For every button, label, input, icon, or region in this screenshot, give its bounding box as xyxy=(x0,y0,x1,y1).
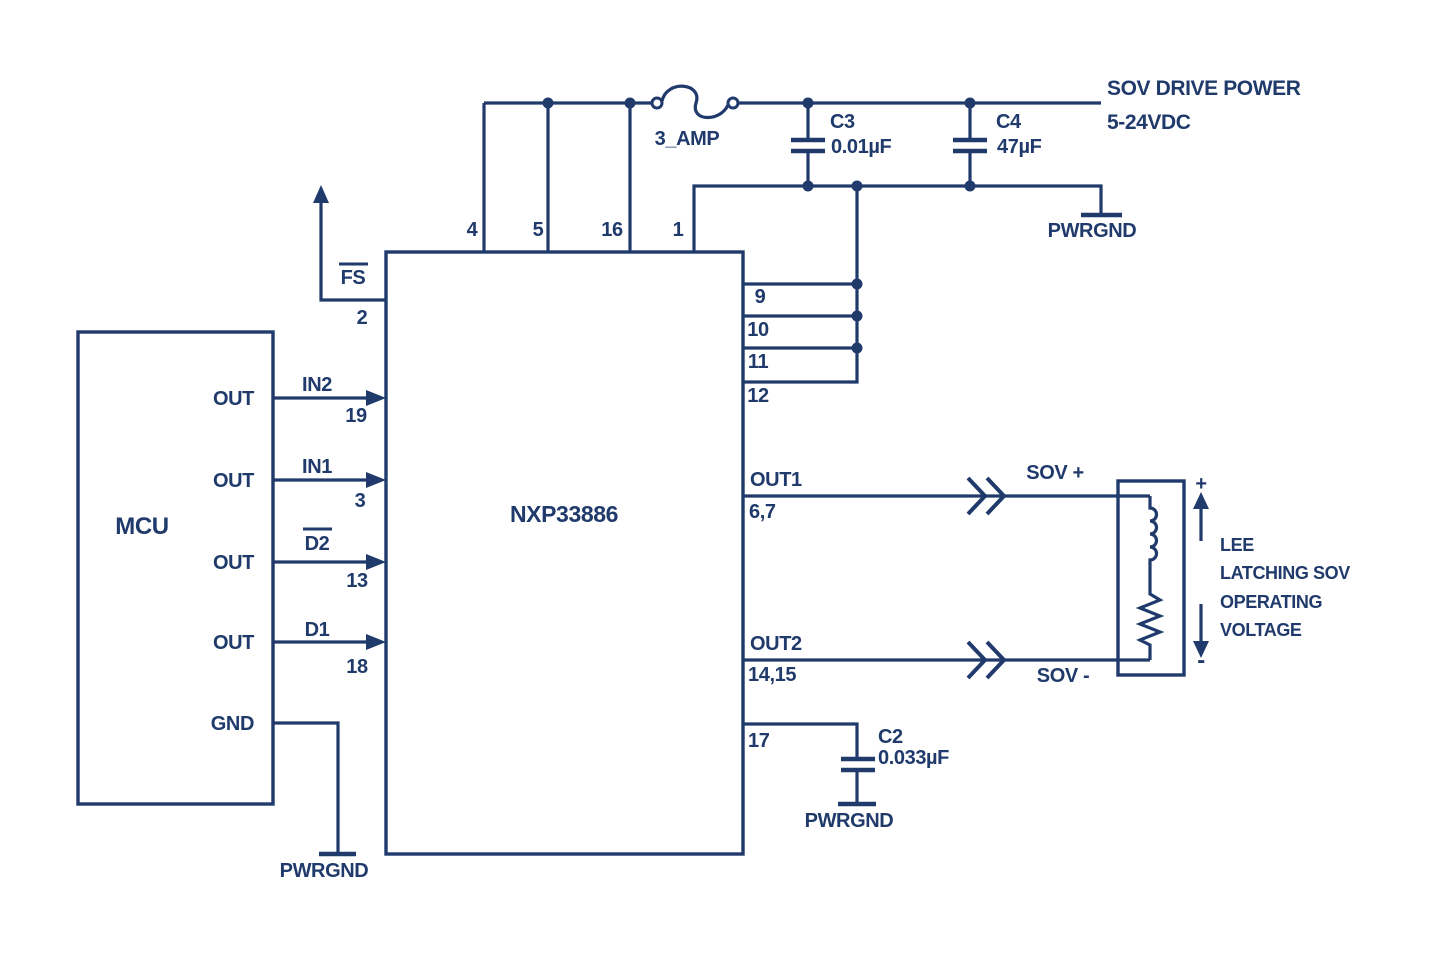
ground-label-top: PWRGND xyxy=(1048,220,1137,242)
cap-c2-value: 0.033µF xyxy=(878,747,949,769)
chip-pin-6-7: 6,7 xyxy=(749,501,776,523)
mcu-title: MCU xyxy=(115,513,168,540)
fuse-label: 3_AMP xyxy=(655,128,720,150)
d2-arrowhead xyxy=(366,554,386,570)
sov-note-line-4: VOLTAGE xyxy=(1220,620,1302,640)
sov-load-block xyxy=(1116,479,1186,677)
junction-dot xyxy=(851,180,863,192)
polarity-up-arrowhead xyxy=(1193,492,1209,509)
cap-c4-value: 47µF xyxy=(997,136,1042,158)
chip-pin-17: 17 xyxy=(748,730,770,752)
pin1-ground-rail xyxy=(692,184,1103,252)
junction-dot xyxy=(851,342,863,354)
sov-note-line-1: LEE xyxy=(1220,535,1254,555)
signal-out1: OUT1 xyxy=(750,469,802,491)
pin17-wire xyxy=(743,722,859,757)
mcu-block xyxy=(76,330,275,806)
polarity-plus-sign: + xyxy=(1195,473,1206,495)
arrows xyxy=(313,185,1209,680)
ground-label-mcu: PWRGND xyxy=(280,860,369,882)
chip-pin-19: 19 xyxy=(345,405,367,427)
chip-pin-18: 18 xyxy=(346,656,368,678)
fs-wire xyxy=(319,202,386,302)
sov-plus-label: SOV + xyxy=(1026,462,1083,484)
polarity-down-arrowhead xyxy=(1193,641,1209,658)
sov-minus-label: SOV - xyxy=(1037,665,1089,687)
chip-pin-11: 11 xyxy=(748,351,769,373)
signal-out2: OUT2 xyxy=(750,633,802,655)
driver-chip-block xyxy=(384,250,745,856)
signal-in2: IN2 xyxy=(302,374,332,396)
junction-dot xyxy=(802,180,814,192)
signal-d2: D2 xyxy=(305,533,330,555)
power-range-label: 5-24VDC xyxy=(1107,111,1191,134)
junction-dot xyxy=(851,278,863,290)
sov-note-line-3: OPERATING xyxy=(1220,592,1322,612)
polarity-minus-sign: - xyxy=(1197,647,1205,674)
cap-c2-ref: C2 xyxy=(878,726,903,748)
ground-label-c2: PWRGND xyxy=(805,810,894,832)
chip-pin-10: 10 xyxy=(747,319,769,341)
chip-pin-2: 2 xyxy=(357,307,368,329)
junction-dot xyxy=(964,180,976,192)
fuse-terminal-right xyxy=(726,96,740,110)
component-symbols xyxy=(319,96,1122,857)
mcu-pin-out-4: OUT xyxy=(213,632,254,654)
labels: SOV DRIVE POWER 5-24VDC 3_AMP C3 0.01µF … xyxy=(115,77,1350,882)
fuse-terminal-left xyxy=(650,96,664,110)
chip-pin-3: 3 xyxy=(355,490,366,512)
signal-in1: IN1 xyxy=(302,456,332,478)
mcu-pin-gnd: GND xyxy=(211,713,254,735)
mcu-pin-out-2: OUT xyxy=(213,470,254,492)
sov-coil-resistor xyxy=(1135,496,1165,660)
cap-c3-ref: C3 xyxy=(830,111,855,133)
in2-arrowhead xyxy=(366,390,386,406)
mcu-pin-out-1: OUT xyxy=(213,388,254,410)
in1-arrowhead xyxy=(366,472,386,488)
junction-dot xyxy=(542,97,554,109)
junction-dots xyxy=(542,97,976,354)
cap-c3-value: 0.01µF xyxy=(831,136,891,158)
chip-pin-1: 1 xyxy=(673,219,684,241)
junction-dot xyxy=(851,310,863,322)
fs-up-arrowhead xyxy=(313,185,329,203)
out1-chevron-icon xyxy=(966,476,1007,516)
junction-dot xyxy=(802,97,814,109)
fuse-element xyxy=(660,84,731,119)
junction-dot xyxy=(624,97,636,109)
mcu-pin-out-3: OUT xyxy=(213,552,254,574)
chip-pin-5: 5 xyxy=(533,219,544,241)
driver-chip-title: NXP33886 xyxy=(510,501,618,527)
power-title-label: SOV DRIVE POWER xyxy=(1107,77,1301,100)
chip-pin-14-15: 14,15 xyxy=(748,664,796,686)
mcu-gnd-wire xyxy=(273,721,340,852)
chip-pin-16: 16 xyxy=(601,219,623,241)
signal-d1: D1 xyxy=(305,619,330,641)
sov-note-line-2: LATCHING SOV xyxy=(1220,563,1350,583)
chip-pin-4: 4 xyxy=(467,219,479,241)
junction-dot xyxy=(964,97,976,109)
out2-chevron-icon xyxy=(966,640,1007,680)
signal-fs: FS xyxy=(341,267,366,289)
d1-arrowhead xyxy=(366,634,386,650)
chip-pin-13: 13 xyxy=(346,570,368,592)
chip-pin-12: 12 xyxy=(747,385,769,407)
wiring xyxy=(273,84,1203,852)
pin12-ground-stub xyxy=(743,186,859,384)
cap-c4-ref: C4 xyxy=(996,111,1022,133)
chip-pin-9: 9 xyxy=(755,286,766,308)
